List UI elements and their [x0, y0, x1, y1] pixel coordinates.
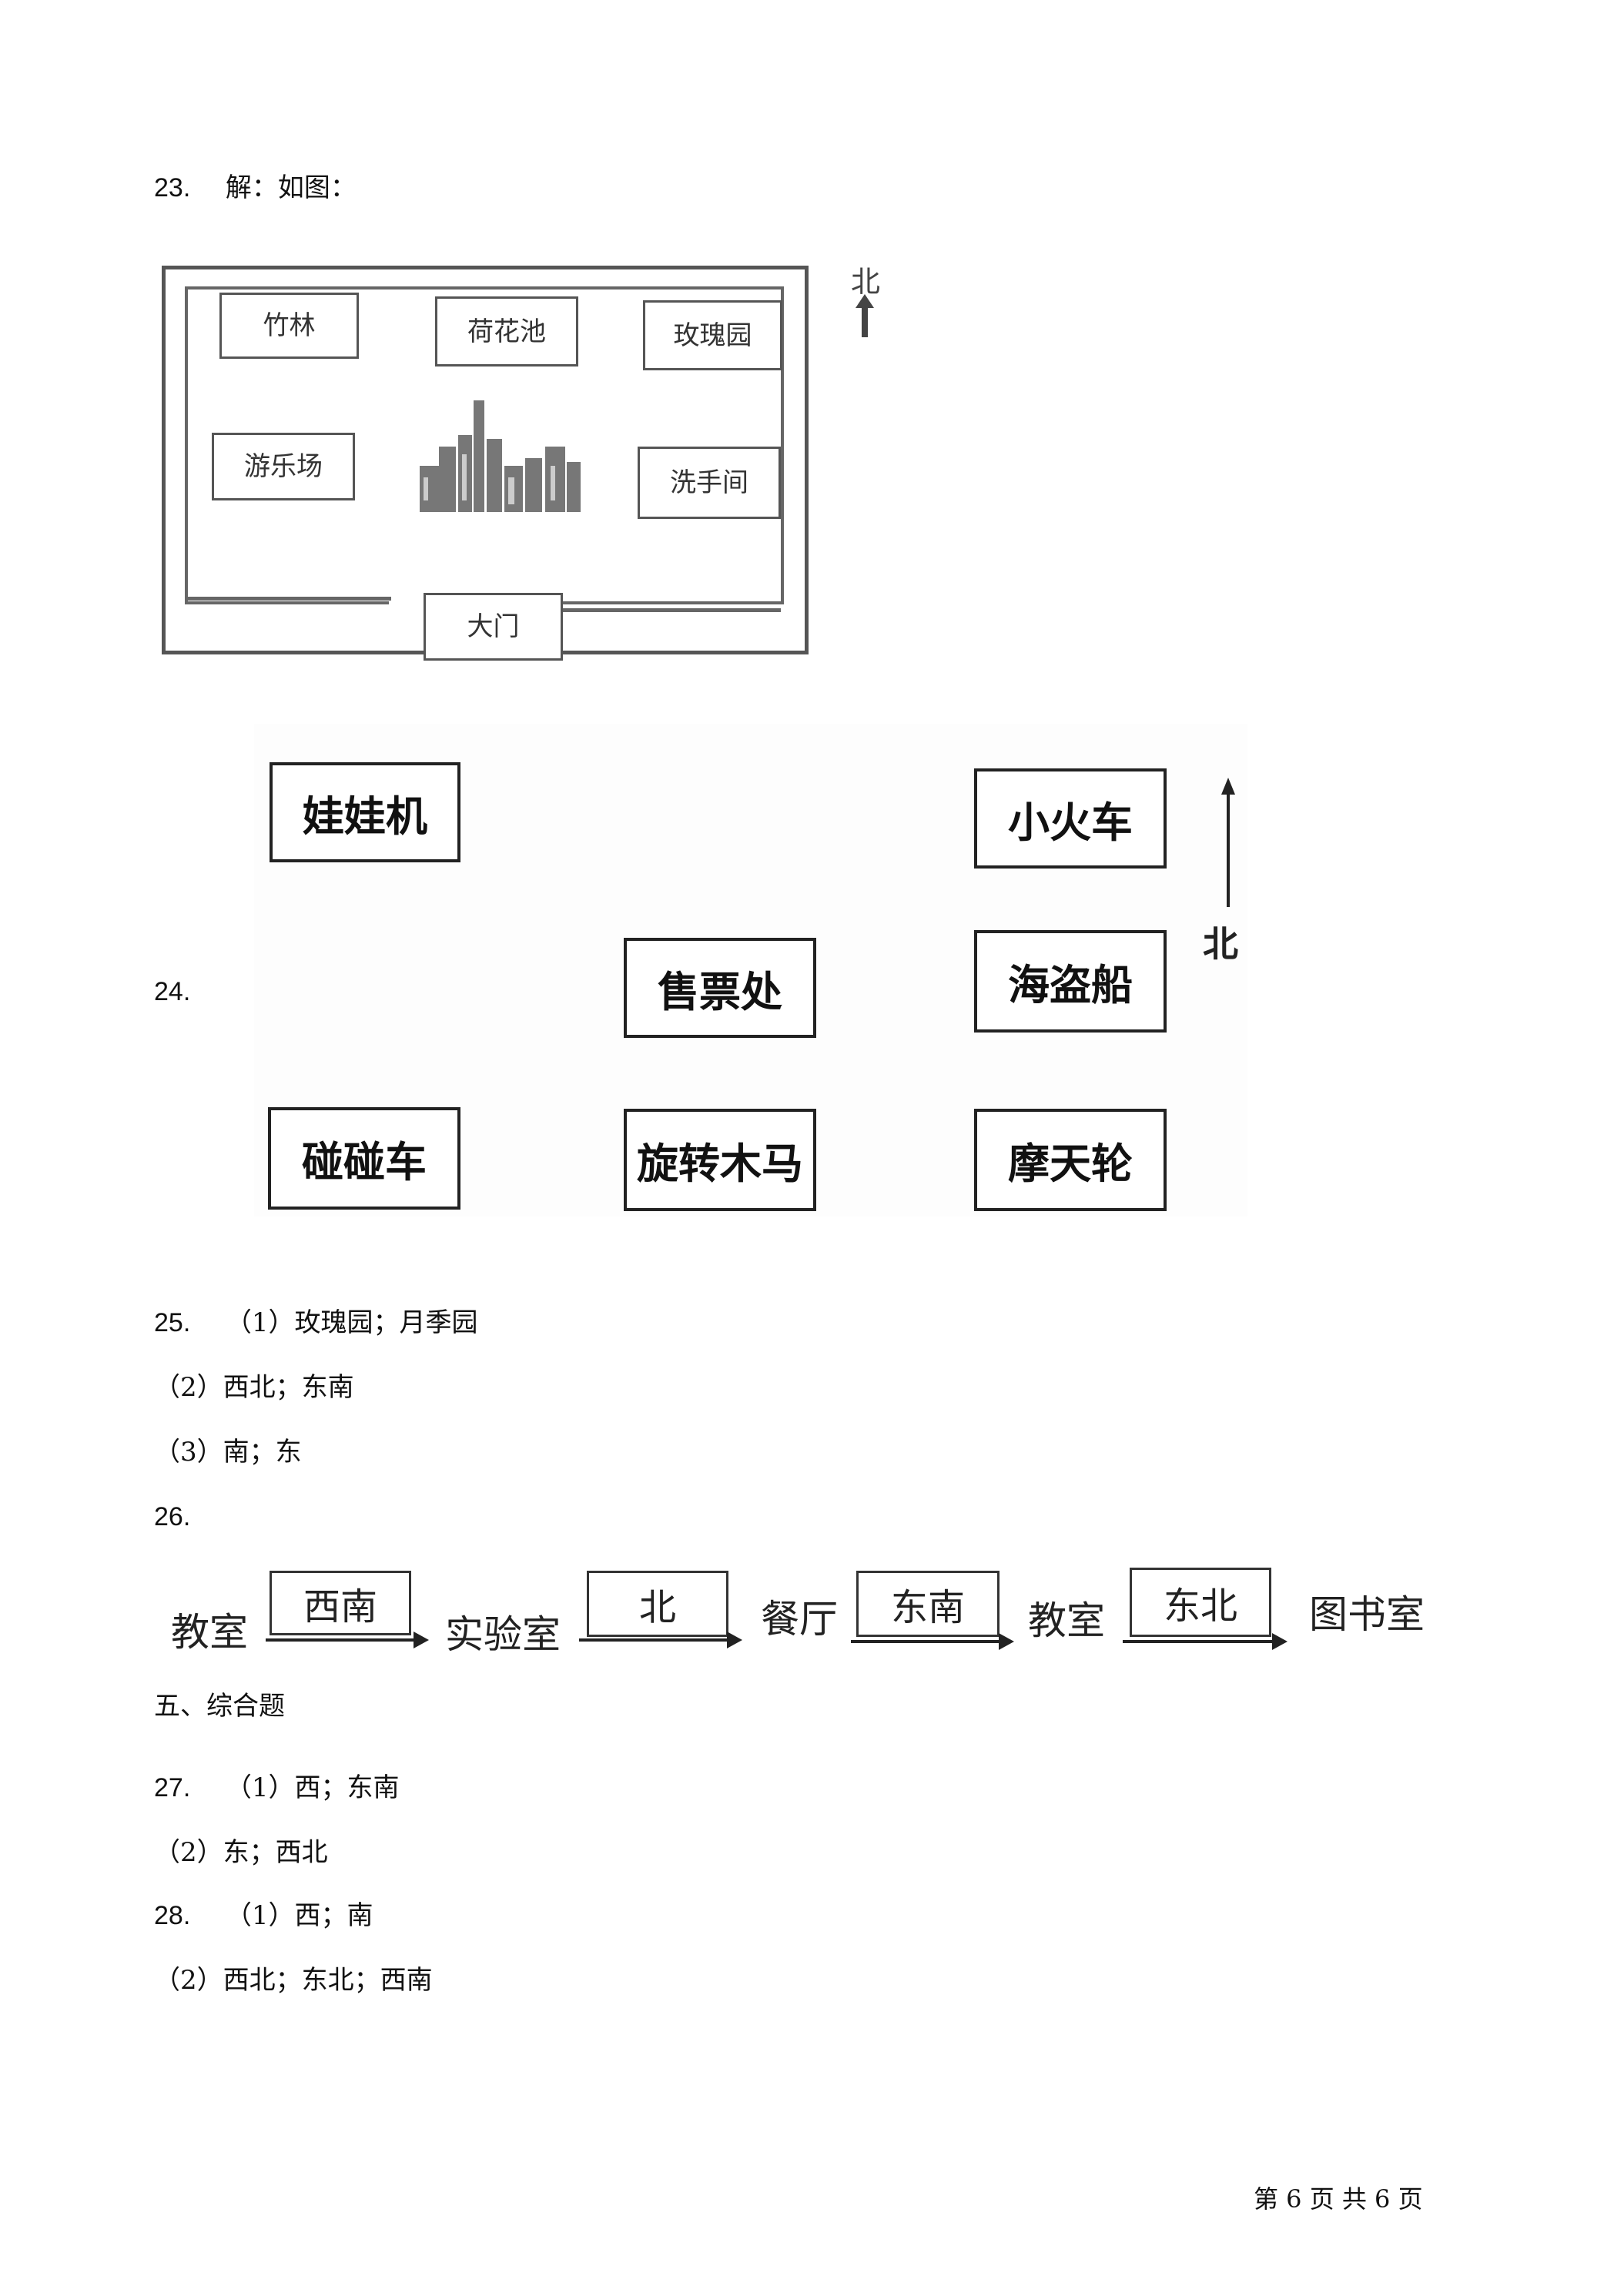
place-bumper-cars: 碰碰车: [268, 1107, 460, 1210]
q24-north-label: 北: [1203, 923, 1238, 965]
place-restroom: 洗手间: [638, 447, 781, 519]
q25-answer-3: （3）南；东: [154, 1437, 302, 1468]
route-stop-lab: 实验室: [445, 1612, 561, 1657]
place-ferris-wheel: 摩天轮: [974, 1109, 1167, 1211]
place-pirate-ship: 海盗船: [974, 930, 1167, 1033]
q26-number: 26.: [154, 1502, 191, 1531]
q25-number: 25.: [154, 1308, 191, 1337]
gate-wall-left: [185, 597, 391, 601]
route-direction-2: 北: [587, 1571, 728, 1637]
q23-text: 解：如图：: [225, 172, 357, 203]
route-arrow-4: [1123, 1633, 1287, 1650]
place-ticket-office: 售票处: [624, 938, 816, 1038]
place-rose-garden: 玫瑰园: [643, 300, 782, 370]
landmark-building-icon: [420, 400, 581, 512]
place-lotus-pond: 荷花池: [435, 296, 578, 366]
q24-number: 24.: [154, 977, 191, 1006]
place-carousel: 旋转木马: [624, 1109, 816, 1211]
gate-wall-right: [561, 608, 781, 612]
page-footer: 第 6 页 共 6 页: [1254, 2184, 1423, 2214]
route-direction-1: 西南: [270, 1571, 411, 1635]
q23-north-arrow-icon: [856, 294, 874, 337]
place-bamboo: 竹林: [219, 293, 359, 359]
q25-answer-2: （2）西北；东南: [154, 1372, 354, 1403]
place-playground: 游乐场: [212, 433, 355, 500]
route-arrow-3: [851, 1633, 1014, 1650]
place-claw-machine: 娃娃机: [270, 762, 460, 862]
route-stop-classroom-2: 教室: [1028, 1598, 1105, 1643]
route-stop-classroom: 教室: [171, 1610, 248, 1655]
q27-answer-2: （2）东；西北: [154, 1837, 328, 1868]
q28-number: 28.: [154, 1901, 191, 1930]
route-direction-4: 东北: [1130, 1568, 1271, 1637]
q27-answer-1: （1）西；东南: [225, 1772, 400, 1803]
q24-north-arrow-icon: [1221, 778, 1235, 907]
q25-answer-1: （1）玫瑰园；月季园: [225, 1307, 478, 1338]
route-stop-library: 图书室: [1309, 1592, 1425, 1637]
q23-number: 23.: [154, 173, 191, 202]
q27-line-1: 27. （1）西；东南: [154, 1772, 400, 1803]
route-arrow-1: [266, 1632, 429, 1648]
q28-answer-1: （1）西；南: [225, 1900, 373, 1931]
q28-line-1: 28. （1）西；南: [154, 1900, 373, 1931]
q27-number: 27.: [154, 1773, 191, 1802]
q23-heading: 23. 解：如图：: [154, 172, 357, 203]
route-arrow-2: [579, 1632, 742, 1648]
q23-north-label: 北: [851, 265, 881, 299]
section5-title: 五、综合题: [154, 1691, 285, 1722]
q28-answer-2: （2）西北；东北；西南: [154, 1965, 433, 1996]
q25-line-1: 25. （1）玫瑰园；月季园: [154, 1307, 478, 1338]
place-gate: 大门: [424, 593, 563, 661]
place-small-train: 小火车: [974, 768, 1167, 869]
route-stop-canteen: 餐厅: [761, 1597, 838, 1642]
route-direction-3: 东南: [856, 1571, 1000, 1637]
